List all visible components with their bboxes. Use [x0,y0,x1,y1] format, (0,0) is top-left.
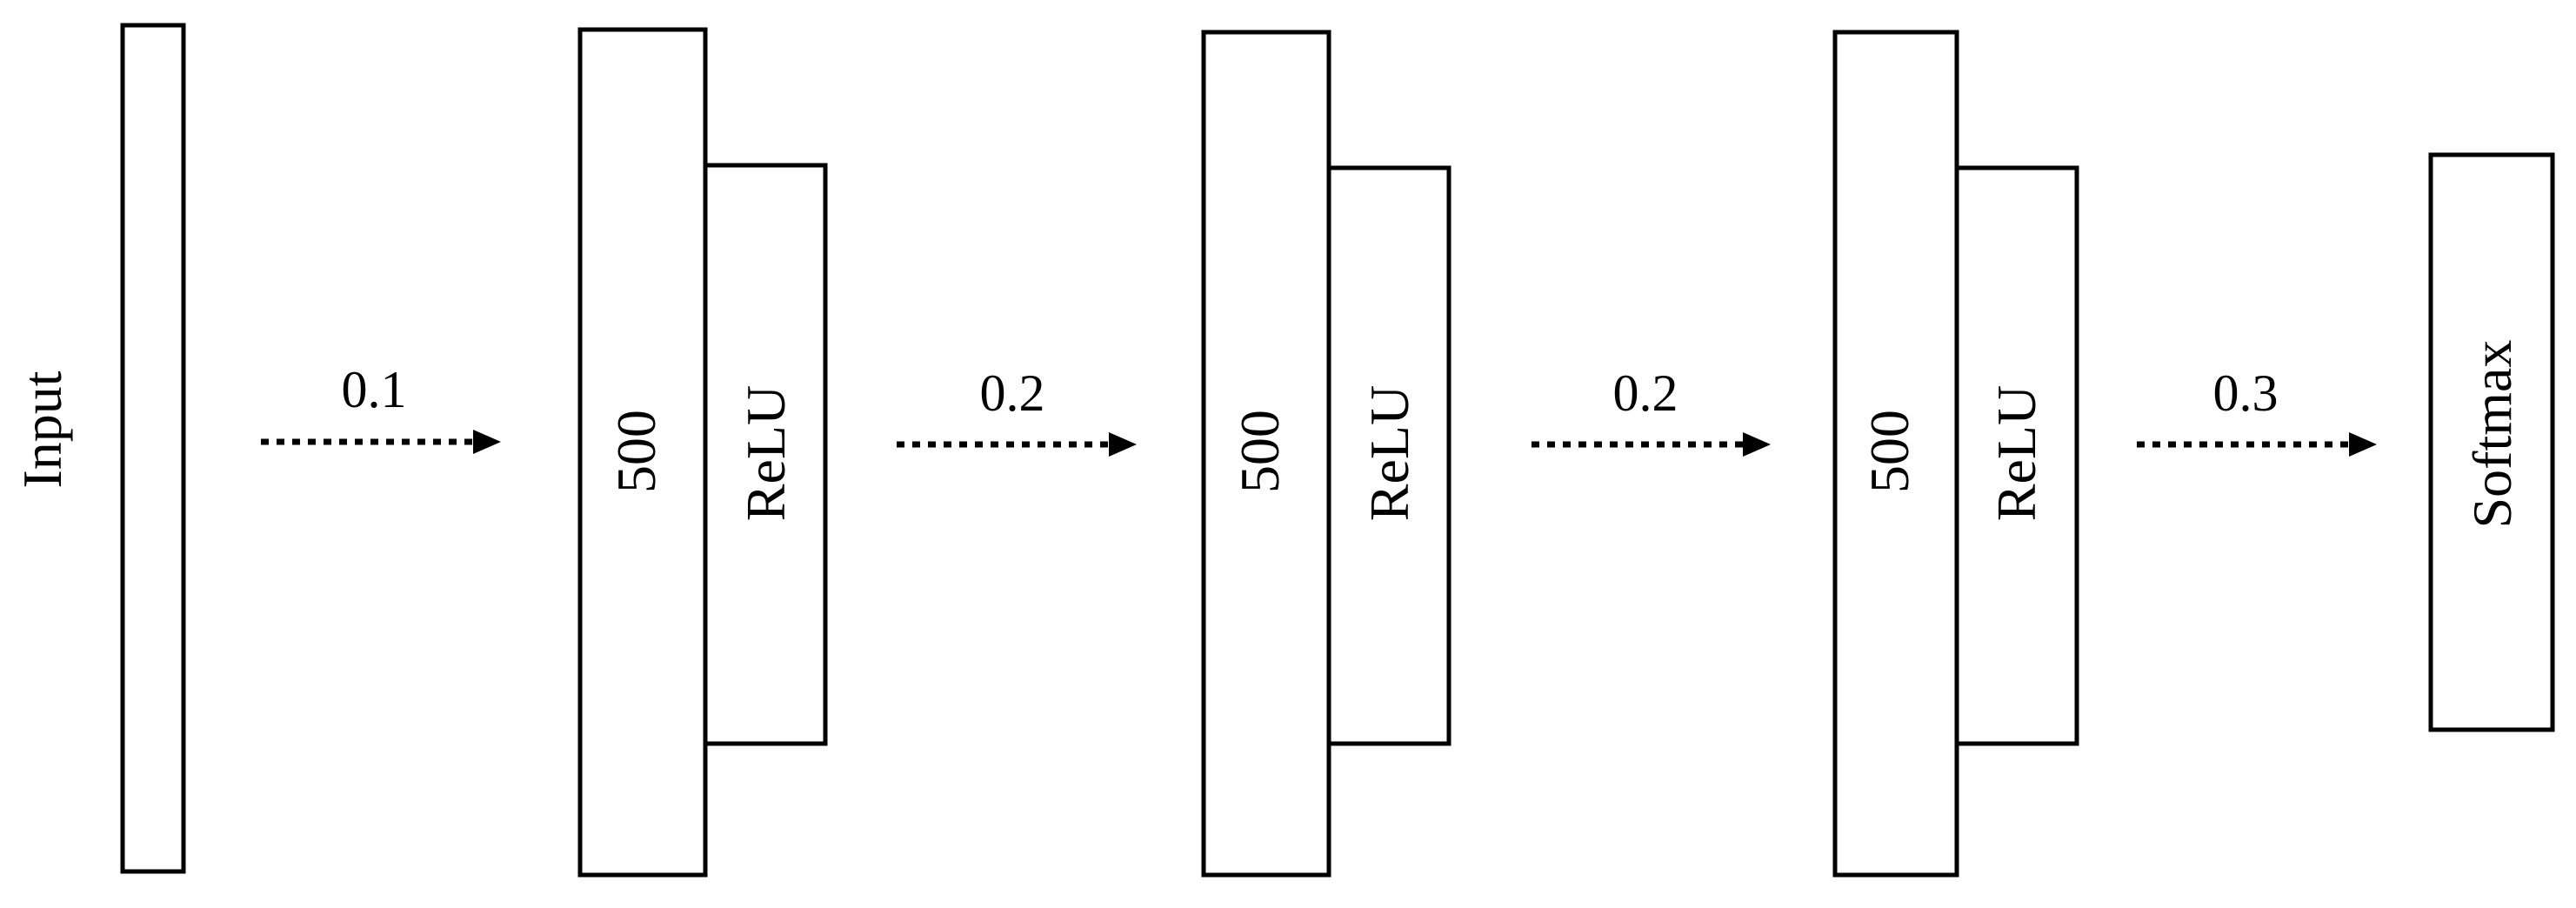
input-label: Input [11,371,73,488]
dropout-rate-1: 0.1 [342,361,407,418]
hidden-layer-2-activation: ReLU [1358,385,1420,521]
hidden-layer-2-units: 500 [1229,410,1291,493]
output-layer-box [2428,152,2555,732]
hidden-layer-1-activation-box [703,163,828,746]
hidden-layer-1-activation: ReLU [735,385,797,521]
hidden-layer-2-activation-box [1326,165,1452,746]
output-label: Softmax [2461,340,2523,529]
hidden-layer-3: 500 ReLU [1832,30,2079,878]
hidden-layer-2: 500 ReLU [1201,30,1452,878]
hidden-layer-1-dense-box [577,27,708,878]
output-layer: Softmax [2428,152,2555,732]
hidden-layer-1: 500 ReLU [577,27,828,878]
dropout-arrow-1: 0.1 [261,361,501,454]
dropout-arrow-2: 0.2 [897,364,1137,457]
dropout-rate-4: 0.3 [2213,364,2279,422]
hidden-layer-3-units: 500 [1859,410,1920,493]
dropout-rate-3: 0.2 [1613,364,1678,422]
dropout-rate-2: 0.2 [980,364,1045,422]
dropout-arrow-4: 0.3 [2137,364,2377,457]
hidden-layer-3-activation-box [1954,165,2079,746]
input-layer-box [120,23,186,874]
hidden-layer-3-activation: ReLU [1985,385,2047,521]
dropout-arrow-3: 0.2 [1532,364,1771,457]
hidden-layer-1-units: 500 [605,410,667,493]
